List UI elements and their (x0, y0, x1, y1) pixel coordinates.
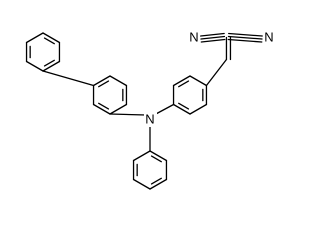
biphenyl-ring-double-bond (98, 102, 110, 110)
phenyl-ring-top-bond (25, 60, 44, 72)
molecule-diagram: N N N (25, 30, 275, 190)
biphenyl-ring-bond (109, 75, 128, 87)
biphenyl-ring-double-bond (98, 80, 110, 88)
nitrile-left-bond-3 (200, 38, 226, 43)
phenyl-ring-bottom-double-bond (150, 155, 162, 163)
phenyl-ring-top-bond (42, 32, 61, 44)
nitrile-right-bond-3 (228, 32, 263, 37)
biphenyl-ring-bond (109, 103, 128, 115)
vinylphenyl-ring-double-bond (178, 102, 190, 110)
biphenyl-ring-bond (92, 103, 111, 115)
phenyl-ring-bottom-double-bond (150, 177, 162, 185)
nitrile-left-bond (200, 35, 226, 40)
phenyl-ring-top-double-bond (43, 59, 55, 67)
nitrile-left-bond-2 (200, 32, 225, 37)
n-aryl-bond-right (153, 103, 175, 116)
label-layer: N N N (144, 30, 275, 127)
amine-label-mask (144, 112, 157, 127)
bond-layer (25, 32, 263, 190)
nitrile-left-nitrogen-label: N (189, 30, 198, 45)
phenyl-ring-top-double-bond (43, 37, 55, 45)
vinylphenyl-ring-bond (172, 75, 191, 87)
phenyl-ring-top-bond (42, 60, 61, 72)
vinylphenyl-ring-bond (172, 103, 191, 115)
phenyl-ring-bottom-bond (132, 150, 151, 162)
amine-nitrogen-label: N (145, 112, 154, 127)
biaryl-bond (42, 70, 95, 87)
phenyl-ring-bottom-bond (132, 178, 151, 190)
nitrile-right-nitrogen-label: N (264, 30, 273, 45)
nitrile-right-bond-2 (227, 38, 263, 43)
nitrile-left-label-mask (188, 30, 200, 45)
biphenyl-ring-bond (92, 75, 111, 87)
vinylphenyl-ring-bond (189, 103, 208, 115)
nitrile-right-bond (227, 35, 263, 40)
phenyl-ring-bottom-bond (149, 150, 168, 162)
phenyl-ring-bottom-bond (149, 178, 168, 190)
structure-drawing: N N N (25, 30, 275, 190)
nitrile-right-label-mask (263, 30, 275, 45)
vinylphenyl-ring-double-bond (178, 80, 190, 88)
vinylphenyl-ring-bond (189, 75, 208, 87)
vinyl-single-bond (205, 58, 228, 87)
n-aryl-bond-left (109, 113, 147, 116)
phenyl-ring-top-bond (25, 32, 44, 44)
